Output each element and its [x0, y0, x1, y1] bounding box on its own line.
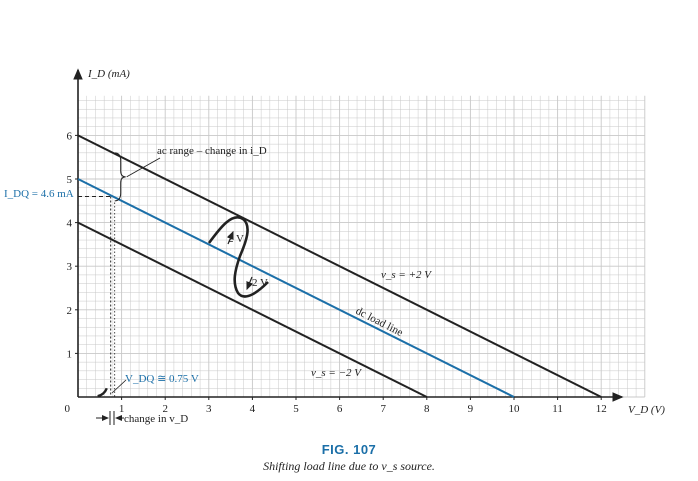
- x-tick-label: 12: [596, 403, 607, 415]
- ac-range-bracket: [114, 152, 126, 202]
- figure-number: FIG. 107: [321, 442, 377, 457]
- change-vd-label: change in v_D: [124, 413, 188, 425]
- load-line: [77, 134, 602, 398]
- load-line: [77, 178, 515, 398]
- signal-swing-loop: [207, 216, 269, 298]
- y-tick-label: 6: [67, 130, 73, 142]
- x-tick-label: 4: [250, 403, 256, 415]
- x-axis-title: V_D (V): [628, 404, 665, 416]
- minus-2v-loop-label: 2 V: [252, 277, 268, 289]
- axes: [73, 68, 624, 402]
- diode-characteristic: [97, 387, 108, 398]
- y-tick-label: 1: [67, 348, 73, 360]
- plus-2v-loop-label: 2 V: [228, 233, 244, 245]
- x-tick-label: 7: [380, 403, 386, 415]
- x-tick-label: 5: [293, 403, 299, 415]
- idq-label: I_DQ = 4.6 mA: [4, 188, 74, 200]
- load-lines: [77, 134, 602, 398]
- grid: [77, 95, 646, 398]
- minus-swing-arrow: [246, 276, 254, 291]
- vs-plus-label: v_s = +2 V: [381, 269, 432, 281]
- x-tick-label: 6: [337, 403, 343, 415]
- diode-curve: [97, 387, 108, 398]
- load-line: [77, 221, 428, 398]
- x-tick-label: 9: [468, 403, 474, 415]
- annotations: [78, 152, 269, 425]
- y-axis-title: I_D (mA): [87, 68, 130, 80]
- y-tick-label: 4: [67, 218, 73, 230]
- x-tick-label: 10: [509, 403, 521, 415]
- x-tick-label: 8: [424, 403, 430, 415]
- figure-caption: Shifting load line due to v_s source.: [263, 459, 435, 473]
- y-tick-label: 5: [67, 174, 73, 186]
- x-tick-label: 3: [206, 403, 212, 415]
- x-tick-label: 11: [552, 403, 563, 415]
- vs-minus-label: v_s = −2 V: [311, 367, 362, 379]
- ac-range-leader: [126, 157, 161, 178]
- x-tick-label: 1: [119, 403, 125, 415]
- y-tick-label: 2: [67, 305, 73, 317]
- x-tick-label: 2: [162, 403, 168, 415]
- vdq-label: V_DQ ≅ 0.75 V: [125, 373, 199, 385]
- plus-swing-arrow: [226, 230, 234, 245]
- origin-label: 0: [65, 403, 71, 415]
- y-tick-label: 3: [67, 261, 73, 273]
- vdq-leader: [111, 379, 127, 394]
- ac-range-label: ac range – change in i_D: [157, 145, 267, 157]
